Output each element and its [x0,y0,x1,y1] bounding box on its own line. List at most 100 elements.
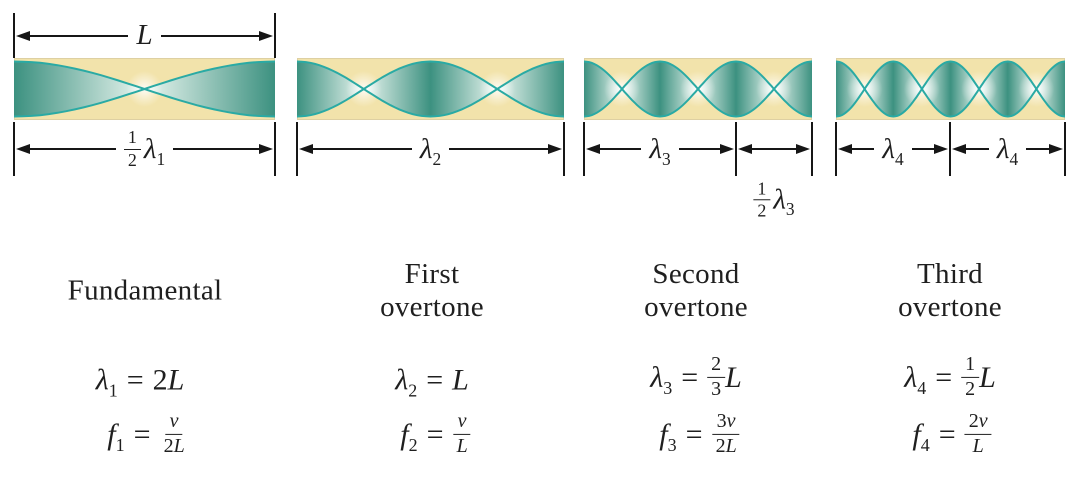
dim-tick-left [583,122,585,176]
arrow-line [852,148,875,150]
title-line: Third [917,258,983,290]
lambda1-equation: λ1=2L [95,363,185,401]
arrow-line [1026,148,1050,150]
dim-tick-right [563,122,565,176]
dim-tick-right [274,13,276,58]
lambda-symbol: λ3 [649,132,671,169]
frequency-symbol: f4 [912,417,930,455]
arrow-line [678,148,721,150]
dim-tick-left [296,122,298,176]
lambda-symbol: λ2 [395,363,418,401]
dim-tick-left [13,122,15,176]
arrow-line [449,148,549,150]
lambda-symbol: λ1 [95,363,118,401]
arrow-line [752,148,796,150]
frequency-symbol: f1 [107,417,125,455]
dim-label-lambda3: λ3 [649,132,671,169]
dim-arrow [738,122,810,176]
dim-lambda2: λ2 [296,122,565,176]
title-line: Second [652,258,740,290]
wave-band-third-overtone [836,58,1065,120]
wave-band-first-overtone [297,58,564,120]
title-line: overtone [380,291,484,323]
arrowhead-left-icon [299,144,313,154]
length-symbol: L [136,19,153,51]
arrow-line [160,34,260,37]
arrowhead-right-icon [796,144,810,154]
wave-band-second-overtone [584,58,812,120]
dim-arrow: λ2 [299,122,563,176]
arrow-line [966,148,989,150]
panel-title-fundamental: Fundamental [68,275,223,308]
arrowhead-left-icon [838,144,852,154]
title-line: overtone [644,291,748,323]
arrowhead-right-icon [720,144,735,154]
equals-sign: = [426,363,444,397]
arrowhead-left-icon [16,144,30,154]
dim-lambda3: λ3 [583,122,737,176]
arrowhead-right-icon [1049,144,1064,154]
arrowhead-left-icon [738,144,752,154]
lambda-symbol: λ2 [419,132,442,169]
dim-tick-right [811,122,813,176]
dim-arrow: λ4 [952,122,1064,176]
arrow-line [313,148,412,150]
dim-tick-left [13,13,15,58]
arrow-line [30,34,129,37]
arrowhead-left-icon [952,144,966,154]
dim-tick-right [1064,122,1066,176]
frequency-symbol: f2 [400,417,418,455]
dim-lambda4-left: λ4 [835,122,951,176]
arrow-line [173,148,260,150]
frequency-symbol: f3 [659,417,677,455]
arrowhead-right-icon [548,144,563,154]
arrow-line [600,148,642,150]
dim-label-L: L [136,21,152,50]
lambda-symbol: λ3 [773,183,795,220]
dim-half-lambda3 [735,122,813,176]
title-line: First [404,258,460,290]
equals-sign: = [126,363,144,397]
dim-arrow: L [16,13,274,58]
arrowhead-right-icon [934,144,949,154]
dim-tick-middle [949,122,951,176]
lambda-symbol: λ4 [882,132,904,169]
lambda-symbol: λ4 [904,360,927,398]
equals-sign: = [685,417,703,451]
dim-arrow: λ4 [838,122,949,176]
dim-tick-middle [735,122,737,176]
dim-label-lambda4: λ4 [882,132,904,169]
arrowhead-left-icon [586,144,600,154]
wave-band-fundamental [14,58,275,120]
title-line: overtone [898,291,1002,323]
lambda2-equation: λ2=L [395,363,469,401]
equals-sign: = [938,417,956,451]
equals-sign: = [681,360,699,394]
dim-label-lambda2: λ2 [419,132,442,169]
equals-sign: = [426,417,444,451]
lambda-symbol: λ3 [650,360,673,398]
dim-label-lambda4: λ4 [997,134,1018,167]
panel-title-second-overtone: Second overtone [644,258,748,324]
arrowhead-right-icon [259,30,274,41]
equals-sign: = [935,360,953,394]
dim-tube-length: L [13,13,276,58]
panel-title-third-overtone: Third overtone [898,258,1002,324]
